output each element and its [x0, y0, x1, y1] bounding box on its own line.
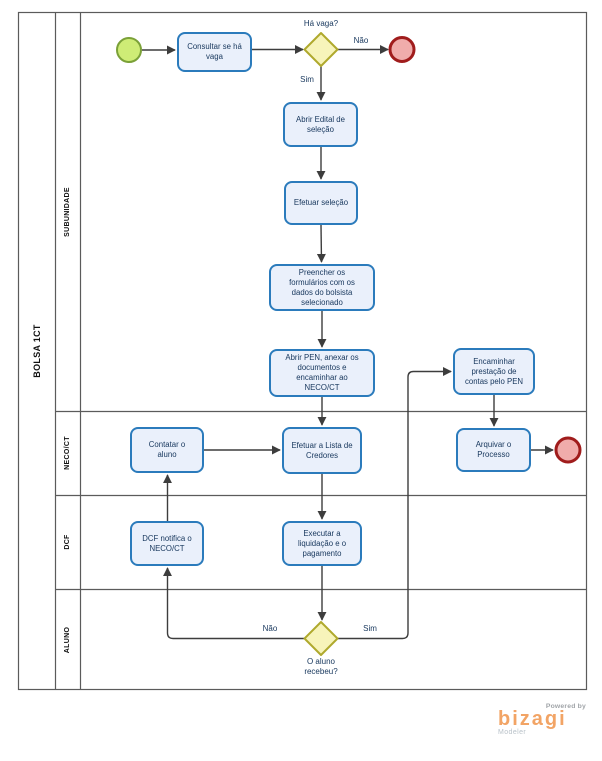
task-contatar-aluno: Contatar o aluno	[130, 427, 204, 473]
flow-gateway2-nao-to-dcf	[162, 567, 304, 640]
flow-label-nao-top: Não	[353, 36, 369, 45]
task-lista-credores: Efetuar a Lista de Credores	[282, 427, 362, 474]
start-event	[116, 37, 142, 63]
task-abrir-edital: Abrir Edital de seleção	[283, 102, 358, 147]
task-encaminhar-prestacao: Encaminhar prestação de contas pelo PEN	[453, 348, 535, 395]
bizagi-logo: bizagi	[498, 708, 567, 730]
flow-label-nao-bottom: Não	[262, 624, 278, 633]
task-dcf-notifica: DCF notifica o NECO/CT	[130, 521, 204, 566]
end-event-archived	[554, 436, 582, 464]
gateway-ha-vaga	[303, 32, 339, 67]
bizagi-branding: Powered by bizagi Modeler	[498, 703, 586, 736]
task-arquivar-processo: Arquivar o Processo	[456, 428, 531, 472]
lane-label-aluno: ALUNO	[64, 626, 71, 654]
task-efetuar-selecao: Efetuar seleção	[284, 181, 358, 225]
pool-title: BOLSA 1CT	[32, 324, 42, 378]
gateway-aluno-recebeu	[303, 621, 339, 656]
task-executar-liquidacao: Executar a liquidação e o pagamento	[282, 521, 362, 566]
flow-label-sim-bottom: Sim	[363, 624, 377, 633]
task-abrir-pen: Abrir PEN, anexar os documentos e encami…	[269, 349, 375, 397]
end-event-no-vacancy	[388, 36, 416, 63]
flow-label-sim-top: Sim	[300, 75, 314, 84]
pool-border	[17, 11, 588, 691]
gateway-label-aluno-recebeu: O aluno recebeu?	[304, 657, 338, 676]
task-preencher-formularios: Preencher os formulários com os dados do…	[269, 264, 375, 311]
pool-frame	[17, 11, 588, 691]
task-consultar-se-ha-vaga: Consultar se há vaga	[177, 32, 252, 72]
flow-gateway2-sim-to-prestacao	[338, 366, 452, 640]
powered-by-text: Powered by	[545, 703, 586, 710]
flow-selecao-to-preencher	[316, 224, 326, 263]
sequence-flows	[142, 44, 554, 640]
bizagi-modeler-text: Modeler	[498, 729, 527, 736]
gateway-label-ha-vaga: Há vaga?	[303, 19, 339, 28]
